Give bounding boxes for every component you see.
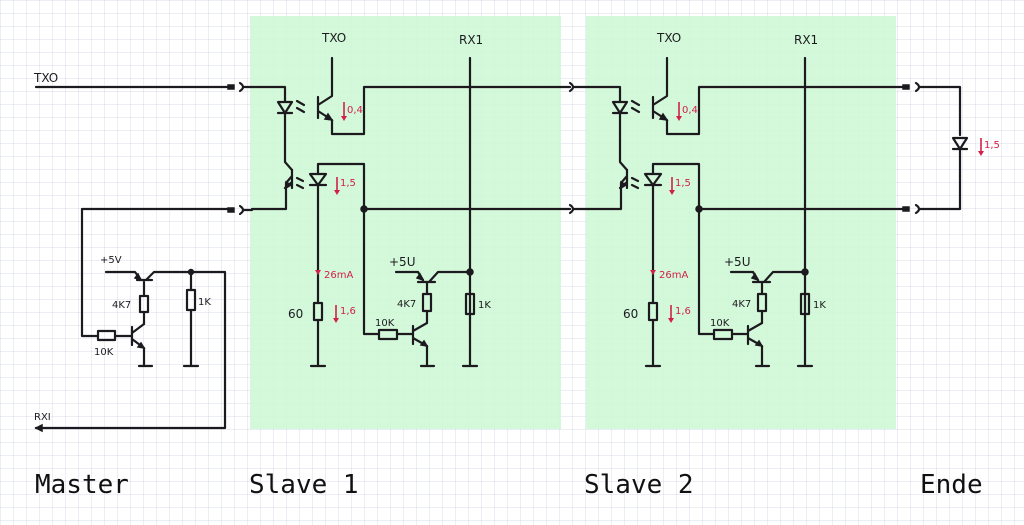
slave2-resistor-voltage: 1,6 [675, 306, 691, 317]
slave1-circuit: TXO RX1 0,4 1,5 26mA [250, 31, 590, 368]
slave2-tx-label: TXO [656, 31, 681, 45]
slave1-led-voltage: 1,5 [340, 178, 356, 189]
slave1-led-resistor-label: 60 [288, 307, 303, 321]
slave2-supply-label: +5U [724, 255, 750, 269]
master-collector-resistor [138, 294, 150, 314]
wire [697, 207, 749, 336]
annotation-arrowhead [334, 190, 340, 195]
slave2-rx-bus [796, 56, 814, 368]
annotation-arrowhead [676, 116, 682, 121]
master-npn-transistor-icon [130, 322, 154, 368]
end-led-icon [951, 136, 969, 151]
section-label-slave2: Slave 2 [584, 470, 694, 500]
slave2-optocoupler-transistor-icon [586, 168, 640, 211]
slave2-pulldown-resistor [799, 292, 811, 316]
slave1-supply-label: +5U [389, 255, 415, 269]
annotation-arrowhead [341, 116, 347, 121]
master-rx-label: RXI [34, 412, 51, 423]
slave1-loop-current: 26mA [324, 270, 353, 281]
master-return-wire [80, 207, 234, 338]
master-connector-bottom [227, 204, 254, 216]
annotation-arrowhead [333, 318, 339, 323]
slave1-rx-label: RX1 [459, 33, 483, 47]
junction-dot [801, 268, 809, 276]
slave1-pnp-transistor-icon [394, 270, 472, 284]
slave1-base-resistor-label: 10K [375, 318, 395, 329]
slave1-collector-resistor-label: 4K7 [397, 299, 416, 310]
annotation-arrowhead [668, 318, 674, 323]
slave2-npn-transistor-icon [746, 321, 771, 368]
wire [586, 85, 629, 172]
slave2-panel [586, 16, 896, 429]
master-base-resistor [96, 329, 117, 342]
wire [362, 207, 414, 336]
master-collector-resistor-label: 4K7 [112, 300, 131, 311]
slave1-base-resistor [377, 328, 399, 341]
master-base-resistor-label: 10K [94, 347, 114, 358]
slave1-optocoupler-transistor-icon [250, 168, 305, 211]
slave2-collector-resistor-label: 4K7 [732, 299, 751, 310]
slave1-rx-bus [461, 56, 479, 368]
master-pulldown-resistor [185, 288, 197, 312]
slave1-led-resistor [312, 301, 324, 322]
slave2-phototransistor-icon [651, 56, 907, 136]
slave2-collector-resistor [756, 292, 768, 313]
master-pnp-transistor-icon [34, 270, 227, 430]
master-pulldown-resistor-label: 1K [198, 297, 211, 308]
wire [309, 318, 327, 368]
slave1-collector-resistor [421, 292, 433, 313]
section-label-end: Ende [920, 470, 983, 500]
slave1-optocoupler-led-icon [276, 99, 306, 115]
slave1-pulldown-resistor [464, 292, 476, 316]
slave1-phototransistor-icon [316, 56, 572, 136]
end-connector-bottom [902, 206, 910, 212]
annotation-arrowhead [669, 190, 675, 195]
end-connector-top [902, 84, 910, 90]
slave2-loop-current: 26mA [659, 270, 688, 281]
end-circuit: 1,5 [902, 81, 1000, 215]
wire [182, 270, 200, 368]
wire [644, 318, 662, 368]
section-label-master: Master [35, 470, 129, 500]
junction-dot [466, 268, 474, 276]
slave1-connector-bottom [568, 203, 590, 215]
slave1-resistor-voltage: 1,6 [340, 306, 356, 317]
slave1-pulldown-resistor-label: 1K [478, 300, 491, 311]
master-circuit: TXO 10K 4K7 +5V [33, 71, 254, 433]
wire [250, 85, 294, 172]
slave1-npn-transistor-icon [411, 321, 436, 368]
slave2-phototransistor-current: 0,4 [682, 105, 698, 116]
annotation-arrowhead [315, 270, 321, 275]
master-rx-arrow-icon [34, 423, 43, 433]
slave2-rx-label: RX1 [794, 33, 818, 47]
slave1-phototransistor-current: 0,4 [347, 105, 363, 116]
slave2-led-voltage: 1,5 [675, 178, 691, 189]
master-supply-label: +5V [100, 255, 122, 266]
slave2-optocoupler-led-icon [611, 99, 641, 115]
annotation-arrowhead [650, 270, 656, 275]
slave2-led-resistor-label: 60 [623, 307, 638, 321]
slave2-base-resistor [712, 328, 734, 341]
slave2-base-resistor-label: 10K [710, 318, 730, 329]
end-led-voltage: 1,5 [984, 140, 1000, 151]
master-tx-label: TXO [33, 71, 58, 85]
slave1-connector-top [568, 81, 590, 93]
master-connector-top [227, 81, 254, 93]
slave1-panel [250, 16, 561, 429]
slave1-optocoupler-led2-icon [308, 162, 572, 305]
slave2-led-resistor [647, 301, 659, 322]
end-loop-wire [914, 81, 962, 215]
slave2-pulldown-resistor-label: 1K [813, 300, 826, 311]
slave2-circuit: TXO RX1 0,4 1,5 26mA 60 [586, 31, 907, 368]
slave2-optocoupler-led2-icon [643, 162, 907, 305]
slave2-pnp-transistor-icon [729, 270, 807, 284]
slave1-tx-label: TXO [321, 31, 346, 45]
section-label-slave1: Slave 1 [249, 470, 359, 500]
annotation-arrowhead [978, 151, 984, 156]
